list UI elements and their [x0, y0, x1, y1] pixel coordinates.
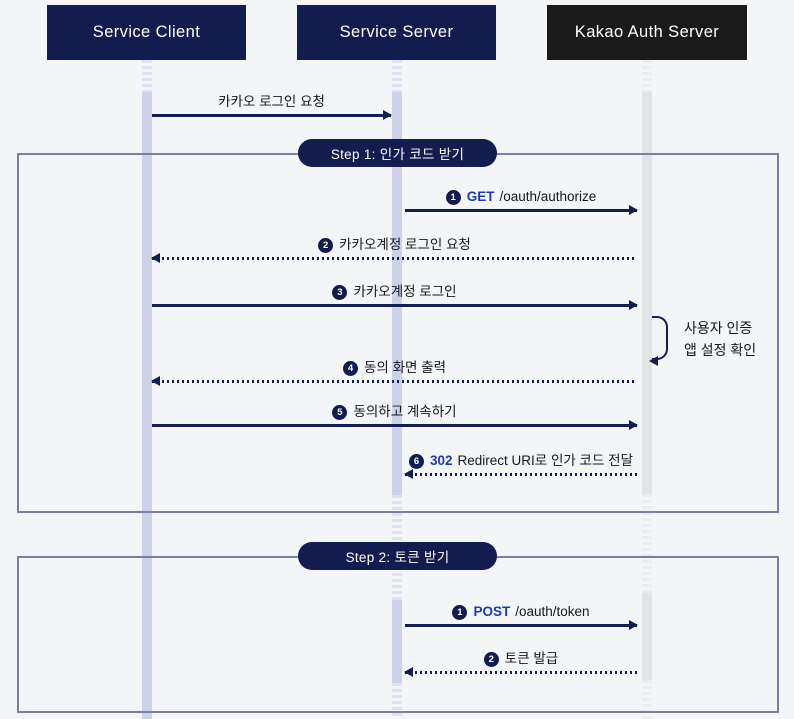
- message-302-redirect-auth-code: 6 302 Redirect URI로 인가 코드 전달: [404, 451, 637, 480]
- step2-title: Step 2: 토큰 받기: [345, 550, 450, 565]
- http-status: 302: [430, 453, 453, 468]
- message-arrow-solid: [152, 110, 392, 121]
- arrowhead-right-icon: [629, 205, 638, 216]
- lifeline-segment: [392, 92, 402, 495]
- message-label: 5 동의하고 계속하기: [152, 402, 637, 421]
- message-label: 1 GET/oauth/authorize: [405, 187, 637, 206]
- message-text: 동의하고 계속하기: [353, 404, 457, 419]
- note-line: 사용자 인증: [684, 320, 753, 336]
- lifeline-kakao-auth-server: [642, 60, 652, 719]
- message-post-oauth-token: 1 POST/oauth/token: [405, 602, 638, 631]
- message-label: 3 카카오계정 로그인: [152, 282, 637, 301]
- lifeline-segment: [392, 683, 402, 719]
- step1-title: Step 1: 인가 코드 받기: [330, 147, 465, 162]
- message-arrow-dotted: [151, 253, 637, 264]
- step-number-badge: 2: [483, 652, 499, 667]
- message-text: 동의 화면 출력: [363, 360, 447, 375]
- http-method: GET: [466, 189, 495, 204]
- message-text: 토큰 발급: [504, 651, 559, 666]
- step2-frame: [17, 556, 779, 713]
- message-text: Redirect URI로 인가 코드 전달: [457, 453, 633, 468]
- message-arrow-dotted: [151, 376, 637, 387]
- message-token-issued: 2 토큰 발급: [404, 649, 637, 678]
- arrowhead-right-icon: [629, 300, 638, 311]
- lifeline-segment: [642, 494, 652, 593]
- message-text: 카카오계정 로그인: [353, 284, 457, 299]
- self-loop-arrow: [649, 316, 668, 366]
- message-kakao-account-login-request: 2 카카오계정 로그인 요청: [151, 235, 637, 264]
- arrowhead-left-icon: [404, 469, 413, 480]
- lifeline-service-client: [142, 60, 152, 719]
- message-arrow-dotted: [404, 469, 637, 480]
- actor-kakao-auth-server: Kakao Auth Server: [547, 5, 747, 60]
- message-label: 1 POST/oauth/token: [405, 602, 637, 621]
- step2-title-pill: Step 2: 토큰 받기: [298, 542, 497, 570]
- message-text: 카카오 로그인 요청: [218, 94, 325, 109]
- actor-label: Service Client: [92, 23, 201, 41]
- note-line: 앱 설정 확인: [684, 342, 757, 358]
- message-text: 카카오계정 로그인 요청: [339, 237, 471, 252]
- message-consent-screen: 4 동의 화면 출력: [151, 358, 637, 387]
- lifeline-segment: [642, 92, 652, 494]
- message-kakao-account-login: 3 카카오계정 로그인: [152, 282, 638, 311]
- message-label: 6 302 Redirect URI로 인가 코드 전달: [405, 451, 637, 470]
- actor-service-client: Service Client: [47, 5, 246, 60]
- message-get-oauth-authorize: 1 GET/oauth/authorize: [405, 187, 638, 216]
- message-label: 2 토큰 발급: [405, 649, 637, 668]
- lifeline-segment: [642, 593, 652, 680]
- arrowhead-right-icon: [383, 110, 392, 121]
- step-number-badge: 6: [409, 454, 424, 469]
- lifeline-segment: [142, 92, 152, 719]
- actor-service-server: Service Server: [297, 5, 496, 60]
- step1-title-pill: Step 1: 인가 코드 받기: [298, 139, 497, 167]
- arrowhead-right-icon: [629, 420, 638, 431]
- message-agree-and-continue: 5 동의하고 계속하기: [152, 402, 638, 431]
- lifeline-segment: [642, 60, 652, 92]
- step-number-badge: 5: [332, 405, 348, 420]
- message-arrow-dotted: [404, 667, 637, 678]
- actor-label: Service Server: [339, 23, 454, 41]
- actor-label: Kakao Auth Server: [574, 23, 720, 41]
- message-label: 2 카카오계정 로그인 요청: [152, 235, 637, 254]
- message-arrow-solid: [152, 420, 638, 431]
- message-kakao-login-request: 카카오 로그인 요청: [152, 92, 392, 121]
- message-text: /oauth/authorize: [499, 189, 597, 204]
- message-arrow-solid: [405, 620, 638, 631]
- arrowhead-left-icon: [151, 253, 160, 264]
- lifeline-segment: [642, 680, 652, 719]
- message-label: 카카오 로그인 요청: [152, 92, 391, 111]
- arrowhead-left-icon: [404, 667, 413, 678]
- message-arrow-solid: [405, 205, 638, 216]
- lifeline-segment: [392, 60, 402, 92]
- arrowhead-right-icon: [629, 620, 638, 631]
- self-loop-note: 사용자 인증 앱 설정 확인: [684, 317, 756, 361]
- lifeline-segment: [392, 600, 402, 683]
- arrowhead-left-icon: [649, 355, 658, 366]
- arrowhead-left-icon: [151, 376, 160, 387]
- message-text: /oauth/token: [515, 604, 590, 619]
- step-number-badge: 3: [332, 285, 348, 300]
- lifeline-segment: [142, 60, 152, 92]
- step-number-badge: 2: [318, 238, 334, 253]
- message-arrow-solid: [152, 300, 638, 311]
- step-number-badge: 1: [452, 605, 468, 620]
- http-method: POST: [473, 604, 511, 619]
- message-label: 4 동의 화면 출력: [152, 358, 637, 377]
- step-number-badge: 1: [445, 190, 461, 205]
- step-number-badge: 4: [342, 361, 358, 376]
